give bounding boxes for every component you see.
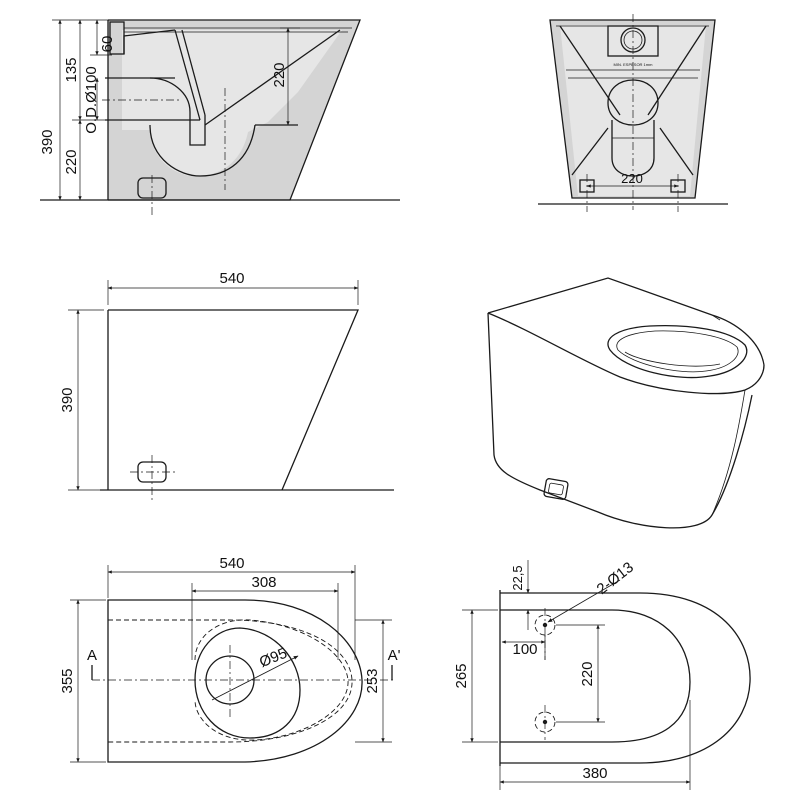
dim-380: 380 bbox=[582, 765, 607, 782]
drain-slot-iso bbox=[543, 478, 569, 500]
dim-253: 253 bbox=[364, 668, 381, 693]
dim-355: 355 bbox=[59, 668, 76, 693]
top-view: A A' Ø95 540 308 355 253 bbox=[59, 555, 401, 763]
dim-2-holes-13: 2-Ø13 bbox=[594, 559, 637, 598]
dim-390-elevation: 390 bbox=[59, 387, 76, 412]
section-mark-a: A bbox=[87, 647, 97, 664]
dim-od-100: O.D.Ø100 bbox=[83, 66, 100, 134]
dim-220-base: 220 bbox=[579, 661, 596, 686]
dim-100: 100 bbox=[512, 641, 537, 658]
dim-220-upper: 220 bbox=[271, 62, 288, 87]
dim-220-front: 220 bbox=[621, 171, 643, 186]
isometric-view bbox=[487, 277, 765, 529]
mount-hole-bottom bbox=[534, 711, 556, 733]
base-view: 2-Ø13 22,5 100 265 220 380 bbox=[453, 559, 751, 790]
mount-hole-top bbox=[534, 614, 556, 636]
section-mark-a-prime: A' bbox=[388, 647, 401, 664]
dim-60: 60 bbox=[99, 36, 116, 53]
dim-22-5: 22,5 bbox=[510, 565, 525, 590]
dim-390-section: 390 bbox=[39, 129, 56, 154]
dim-540-top: 540 bbox=[219, 555, 244, 572]
dim-308: 308 bbox=[251, 574, 276, 591]
front-view: MIN. ESPESOR 1mm 220 bbox=[538, 14, 728, 212]
side-section-view: 60 135 O.D.Ø100 220 390 220 bbox=[39, 19, 400, 215]
side-elevation-view: 540 390 bbox=[59, 270, 394, 500]
dim-135: 135 bbox=[63, 57, 80, 82]
dim-265: 265 bbox=[453, 663, 470, 688]
dim-220-lower: 220 bbox=[63, 149, 80, 174]
dim-diameter-95: Ø95 bbox=[257, 645, 290, 671]
dim-540-elevation: 540 bbox=[219, 270, 244, 287]
drain-slot bbox=[137, 177, 167, 199]
